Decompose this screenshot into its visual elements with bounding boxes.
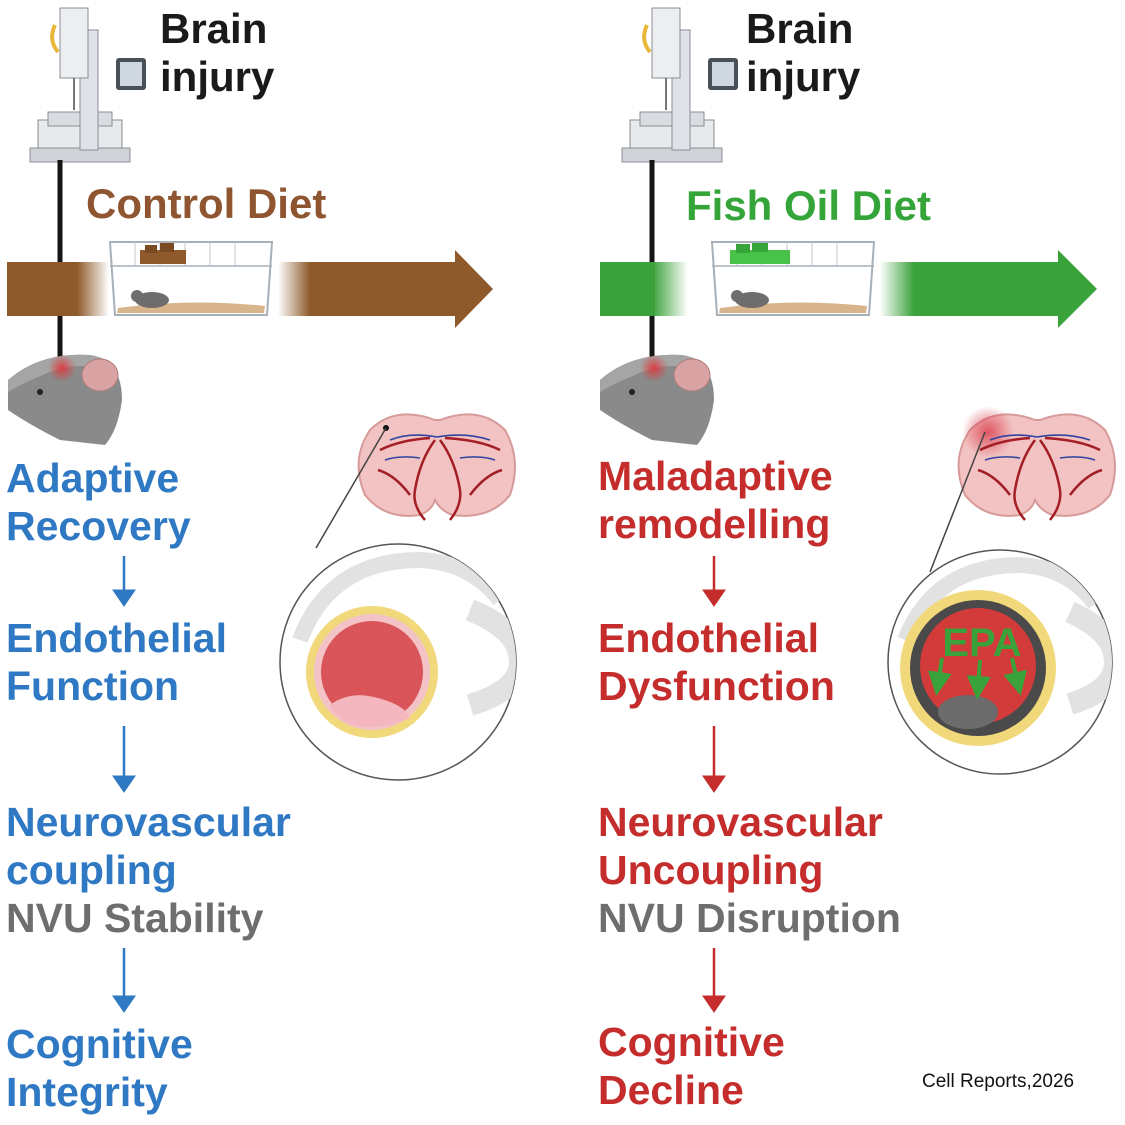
right-flow-arrows bbox=[702, 556, 726, 1013]
stereotaxic-device-icon-right bbox=[621, 7, 738, 163]
healthy-vessel-section-icon bbox=[279, 543, 517, 781]
injured-brain-vasculature-icon bbox=[957, 406, 1116, 521]
brain-vasculature-icon bbox=[357, 413, 516, 521]
right-title-line1: Brain bbox=[746, 5, 854, 52]
left-flow-arrows bbox=[112, 556, 136, 1013]
zoom-connector-line bbox=[315, 427, 387, 549]
fish-oil-diet-label: Fish Oil Diet bbox=[686, 182, 932, 229]
right-title-line2: injury bbox=[746, 53, 861, 100]
epa-label: EPA bbox=[942, 621, 1021, 665]
left-step2-line1: Endothelial bbox=[6, 615, 227, 661]
right-step1-line1: Maladaptive bbox=[598, 453, 833, 499]
mouse-head-icon-right bbox=[600, 354, 714, 445]
left-step4-line2: Integrity bbox=[6, 1069, 168, 1115]
left-step1-line2: Recovery bbox=[6, 503, 191, 549]
left-step2-line2: Function bbox=[6, 663, 180, 709]
fish-oil-diet-arrow bbox=[600, 250, 1097, 328]
stereotaxic-device-icon bbox=[29, 7, 146, 163]
left-step4-line1: Cognitive bbox=[6, 1021, 193, 1067]
citation-label: Cell Reports,2026 bbox=[922, 1071, 1075, 1092]
right-step4-line2: Decline bbox=[598, 1067, 744, 1113]
left-step3-line2: coupling bbox=[6, 847, 177, 893]
right-step2-line2: Dysfunction bbox=[598, 663, 835, 709]
control-diet-arrow bbox=[7, 250, 493, 328]
right-step4-line1: Cognitive bbox=[598, 1019, 785, 1065]
control-diet-label: Control Diet bbox=[86, 180, 327, 227]
right-step3-line1: Neurovascular bbox=[598, 799, 883, 845]
right-step1-line2: remodelling bbox=[598, 501, 831, 547]
mouse-cage-icon-right bbox=[710, 241, 876, 316]
left-step3-line3: NVU Stability bbox=[6, 895, 264, 941]
left-title-line2: injury bbox=[160, 53, 275, 100]
damaged-vessel-section-icon: EPA bbox=[887, 549, 1113, 775]
mouse-head-icon bbox=[8, 354, 122, 445]
left-title-line1: Brain bbox=[160, 5, 268, 52]
right-step3-line2: Uncoupling bbox=[598, 847, 824, 893]
left-step1-line1: Adaptive bbox=[6, 455, 180, 501]
right-step3-line3: NVU Disruption bbox=[598, 895, 901, 941]
zoom-connector-line-right bbox=[929, 431, 986, 573]
right-step2-line1: Endothelial bbox=[598, 615, 819, 661]
mouse-cage-icon bbox=[108, 241, 274, 316]
left-step3-line1: Neurovascular bbox=[6, 799, 291, 845]
